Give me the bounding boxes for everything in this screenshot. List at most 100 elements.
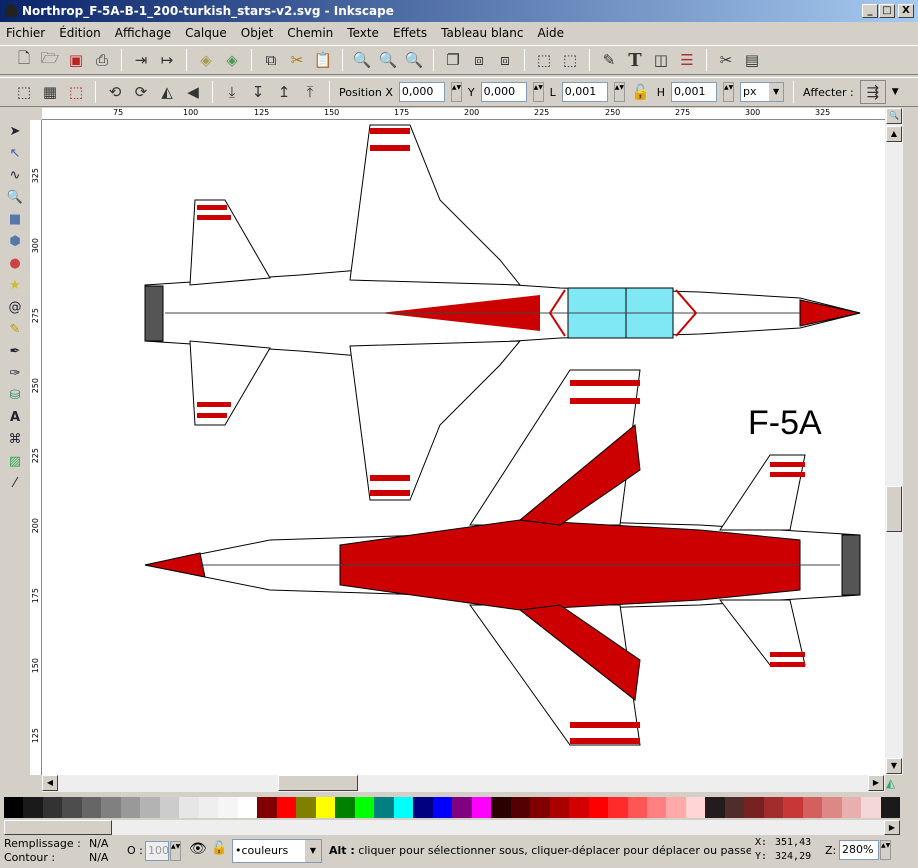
raise-top-icon[interactable]: ⤒ — [306, 83, 314, 101]
selector-tool-icon[interactable]: ➤ — [9, 124, 21, 139]
new-document-icon[interactable]: 🗋 — [17, 48, 31, 67]
unlink-clone-icon[interactable]: ⧈ — [500, 51, 510, 69]
palette-swatch[interactable] — [237, 797, 258, 818]
ungroup-icon[interactable]: ⬚ — [562, 51, 578, 69]
palette-scroll-right[interactable]: ▶ — [884, 820, 900, 835]
palette-swatch[interactable] — [374, 797, 394, 818]
rotate-cw-icon[interactable]: ⟳ — [134, 83, 148, 101]
spiral-tool-icon[interactable]: @ — [8, 300, 22, 315]
menu-affichage[interactable]: Affichage — [114, 26, 172, 40]
scroll-down-button[interactable]: ▼ — [886, 758, 902, 774]
print-icon[interactable]: ⎙ — [95, 51, 108, 69]
text-font-icon[interactable]: T — [628, 49, 642, 71]
palette-swatch[interactable] — [257, 797, 277, 818]
select-all-layers-icon[interactable]: ▦ — [42, 83, 58, 101]
palette-swatch[interactable] — [335, 797, 355, 818]
import-icon[interactable]: ⇥ — [134, 51, 148, 69]
stroke-value[interactable]: N/A — [89, 851, 109, 864]
palette-swatch[interactable] — [724, 797, 745, 818]
scroll-right-button[interactable]: ▶ — [868, 775, 884, 791]
menu-texte[interactable]: Texte — [347, 26, 379, 40]
palette-swatch[interactable] — [276, 797, 297, 818]
connector-tool-icon[interactable]: ⌘ — [8, 432, 22, 447]
affect-stroke-toggle[interactable]: ⇶ — [859, 80, 886, 104]
palette-swatch[interactable] — [354, 797, 375, 818]
palette-swatch[interactable] — [4, 797, 24, 818]
palette-swatch[interactable] — [42, 797, 63, 818]
zoom-page-icon[interactable]: 🔍 — [404, 51, 424, 69]
palette-swatch[interactable] — [218, 797, 238, 818]
y-spinner[interactable]: ▲▼ — [532, 82, 544, 102]
save-icon[interactable]: ▣ — [68, 51, 84, 69]
zoom-corner-icon[interactable]: 🔍 — [886, 108, 902, 124]
unit-select[interactable]: px▼ — [740, 82, 785, 102]
palette-swatch[interactable] — [432, 797, 453, 818]
palette-scroll-thumb[interactable] — [4, 820, 112, 835]
menu-calque[interactable]: Calque — [185, 26, 227, 40]
flip-vertical-icon[interactable]: ◀ — [187, 83, 199, 101]
duplicate-icon[interactable]: ❐ — [446, 51, 460, 69]
clone-icon[interactable]: ⧈ — [474, 51, 484, 69]
palette-swatch[interactable] — [530, 797, 550, 818]
text-tool-icon[interactable]: A — [9, 410, 21, 425]
palette-swatch[interactable] — [861, 797, 881, 818]
deselect-icon[interactable]: ⬚ — [68, 83, 84, 101]
height-input[interactable]: 0,001 — [671, 82, 718, 102]
paint-bucket-tool-icon[interactable]: ⛁ — [9, 388, 21, 403]
palette-swatch[interactable] — [685, 797, 706, 818]
palette-swatch[interactable] — [452, 797, 472, 818]
palette-swatch[interactable] — [23, 797, 43, 818]
vscroll-thumb[interactable] — [886, 486, 902, 532]
y-input[interactable]: 0,000 — [480, 82, 527, 102]
overflow-chevron-icon[interactable]: ▼ — [891, 87, 899, 97]
pencil-tool-icon[interactable]: ✎ — [9, 322, 21, 337]
palette-swatch[interactable] — [81, 797, 102, 818]
align-distribute-icon[interactable]: ☰ — [680, 51, 694, 69]
palette-swatch[interactable] — [315, 797, 336, 818]
paste-icon[interactable]: 📋 — [313, 51, 333, 69]
xml-editor-icon[interactable]: ◫ — [653, 51, 669, 69]
export-icon[interactable]: ↦ — [160, 51, 174, 69]
scroll-up-button[interactable]: ▲ — [886, 126, 902, 142]
rect-tool-icon[interactable]: ■ — [8, 212, 22, 227]
lock-icon[interactable]: 🔓 — [631, 83, 651, 101]
palette-swatch[interactable] — [783, 797, 803, 818]
palette-swatch[interactable] — [608, 797, 628, 818]
palette-swatch[interactable] — [549, 797, 570, 818]
width-input[interactable]: 0,001 — [561, 82, 608, 102]
document-properties-icon[interactable]: ▤ — [744, 51, 760, 69]
hscroll-thumb[interactable] — [278, 775, 358, 791]
color-manage-icon[interactable]: ◭ — [886, 776, 896, 790]
palette-swatch[interactable] — [471, 797, 492, 818]
star-tool-icon[interactable]: ★ — [9, 278, 21, 293]
visibility-eye-icon[interactable]: 👁 — [189, 841, 207, 857]
lower-bottom-icon[interactable]: ⤓ — [228, 83, 236, 101]
x-input[interactable]: 0,000 — [398, 82, 445, 102]
palette-swatch[interactable] — [666, 797, 686, 818]
zoom-tool-icon[interactable]: 🔍 — [6, 190, 24, 205]
tweak-tool-icon[interactable]: ∿ — [9, 168, 21, 183]
color-palette[interactable] — [4, 797, 901, 818]
layer-select[interactable]: •couleurs▼ — [232, 839, 322, 863]
palette-swatch[interactable] — [120, 797, 141, 818]
zoom-spinner[interactable]: ▲▼ — [880, 840, 891, 860]
palette-swatch[interactable] — [763, 797, 784, 818]
palette-swatch[interactable] — [198, 797, 219, 818]
palette-swatch[interactable] — [159, 797, 180, 818]
opacity-input[interactable]: 100 — [145, 841, 169, 861]
layer-lock-icon[interactable]: 🔓 — [211, 841, 228, 856]
palette-swatch[interactable] — [822, 797, 842, 818]
raise-icon[interactable]: ↥ — [277, 83, 291, 101]
opacity-spinner[interactable]: ▲▼ — [170, 841, 181, 861]
drawing-canvas[interactable]: F-5A — [42, 120, 885, 775]
minimize-button[interactable]: _ — [862, 4, 878, 18]
zoom-input[interactable]: 280% — [839, 840, 879, 860]
select-all-icon[interactable]: ⬚ — [16, 83, 32, 101]
open-icon[interactable]: 🗁 — [40, 48, 60, 67]
menu-chemin[interactable]: Chemin — [287, 26, 334, 40]
menu-effets[interactable]: Effets — [392, 26, 428, 40]
palette-scrollbar[interactable]: ▶ — [4, 820, 900, 835]
menu-aide[interactable]: Aide — [537, 26, 564, 40]
palette-swatch[interactable] — [179, 797, 199, 818]
gradient-tool-icon[interactable]: ▨ — [8, 454, 22, 469]
